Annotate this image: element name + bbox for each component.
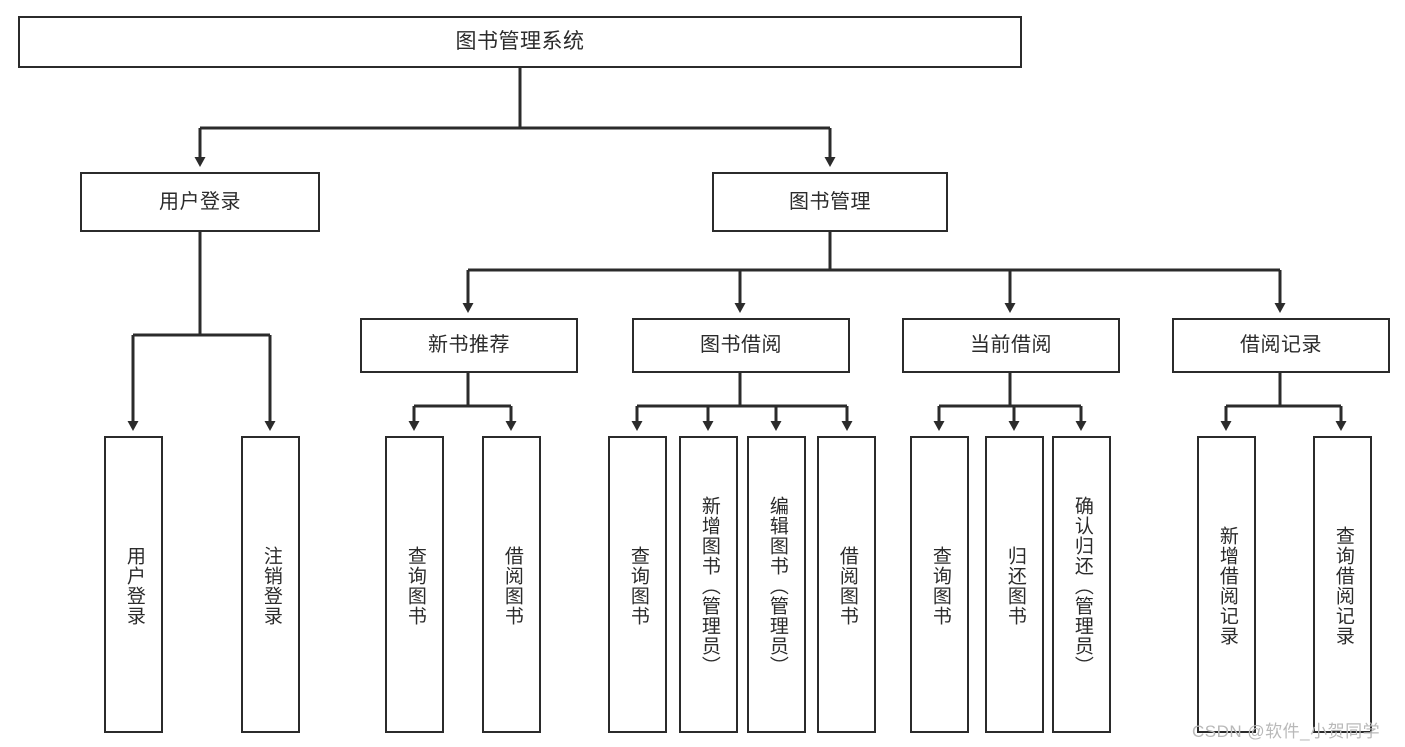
node-new-book-recommend[interactable]: 新书推荐 — [360, 318, 578, 373]
node-root-label: 图书管理系统 — [455, 29, 585, 53]
node-leaf-query-book-2-label: 查询图书 — [627, 545, 649, 626]
node-leaf-add-record[interactable]: 新增借阅记录 — [1197, 436, 1256, 733]
node-book-borrow[interactable]: 图书借阅 — [632, 318, 850, 373]
node-leaf-borrow-book-2[interactable]: 借阅图书 — [817, 436, 876, 733]
node-leaf-confirm-return[interactable]: 确认归还（管理员） — [1052, 436, 1111, 733]
node-book-manage-label: 图书管理 — [789, 190, 871, 213]
node-leaf-user-login[interactable]: 用户登录 — [104, 436, 163, 733]
node-leaf-user-login-label: 用户登录 — [123, 545, 145, 626]
node-new-book-recommend-label: 新书推荐 — [428, 334, 510, 356]
node-leaf-edit-book-label: 编辑图书（管理员） — [766, 495, 788, 676]
node-leaf-edit-book[interactable]: 编辑图书（管理员） — [747, 436, 806, 733]
node-leaf-add-book-label: 新增图书（管理员） — [698, 495, 720, 676]
node-leaf-query-record-label: 查询借阅记录 — [1332, 525, 1354, 646]
node-leaf-query-book-3[interactable]: 查询图书 — [910, 436, 969, 733]
node-leaf-return-book[interactable]: 归还图书 — [985, 436, 1044, 733]
node-leaf-return-book-label: 归还图书 — [1004, 545, 1026, 626]
node-borrow-record[interactable]: 借阅记录 — [1172, 318, 1390, 373]
node-leaf-borrow-book-1[interactable]: 借阅图书 — [482, 436, 541, 733]
node-leaf-logout[interactable]: 注销登录 — [241, 436, 300, 733]
node-current-borrow[interactable]: 当前借阅 — [902, 318, 1120, 373]
node-leaf-add-book[interactable]: 新增图书（管理员） — [679, 436, 738, 733]
node-leaf-query-book-1[interactable]: 查询图书 — [385, 436, 444, 733]
node-leaf-add-record-label: 新增借阅记录 — [1216, 525, 1238, 646]
node-book-manage[interactable]: 图书管理 — [712, 172, 948, 232]
node-leaf-borrow-book-2-label: 借阅图书 — [836, 545, 858, 626]
node-borrow-record-label: 借阅记录 — [1240, 334, 1322, 356]
node-leaf-logout-label: 注销登录 — [260, 545, 282, 626]
node-leaf-query-book-2[interactable]: 查询图书 — [608, 436, 667, 733]
node-leaf-query-book-1-label: 查询图书 — [404, 545, 426, 626]
node-root[interactable]: 图书管理系统 — [18, 16, 1022, 68]
node-current-borrow-label: 当前借阅 — [970, 334, 1052, 356]
node-leaf-borrow-book-1-label: 借阅图书 — [501, 545, 523, 626]
node-leaf-query-record[interactable]: 查询借阅记录 — [1313, 436, 1372, 733]
node-user-login[interactable]: 用户登录 — [80, 172, 320, 232]
csdn-watermark: CSDN @软件_小贺同学 — [1192, 722, 1381, 741]
node-leaf-confirm-return-label: 确认归还（管理员） — [1071, 495, 1093, 676]
node-leaf-query-book-3-label: 查询图书 — [929, 545, 951, 626]
node-book-borrow-label: 图书借阅 — [700, 334, 782, 356]
node-user-login-label: 用户登录 — [159, 190, 241, 213]
